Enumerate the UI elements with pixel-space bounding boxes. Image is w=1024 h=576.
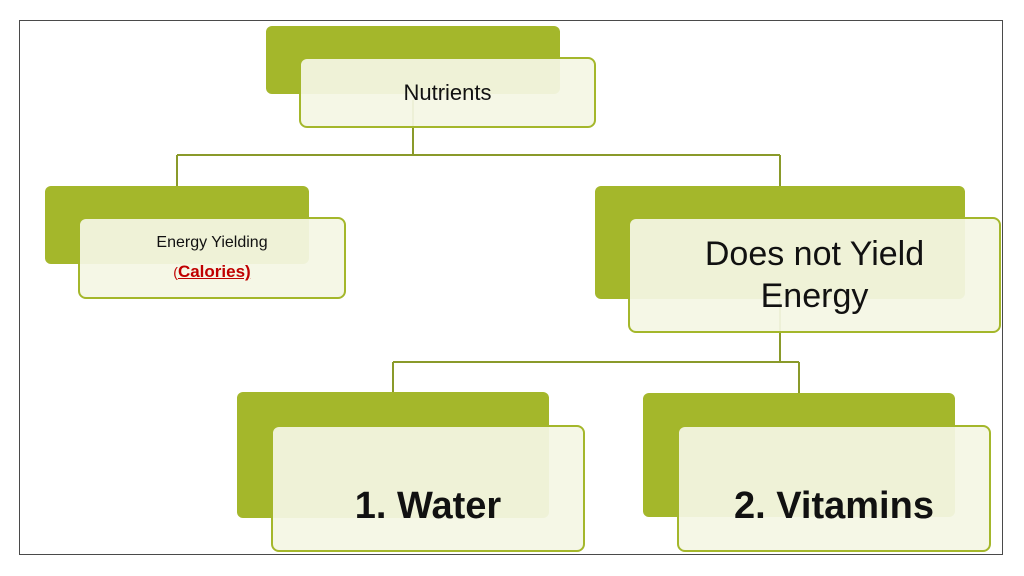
nutrients-label: Nutrients bbox=[403, 79, 492, 105]
vitamins-node: 2. Vitamins bbox=[677, 425, 991, 552]
vitamins-label: 2. Vitamins bbox=[734, 485, 934, 527]
calories-link[interactable]: Calories) bbox=[177, 262, 251, 281]
slide-frame bbox=[19, 20, 1003, 555]
energy-yielding-label: Energy Yielding bbox=[156, 234, 268, 251]
calories-open-paren: ( bbox=[173, 264, 178, 280]
no-energy-node: Does not Yield Energy bbox=[628, 217, 1001, 333]
no-energy-label: Does not Yield Energy bbox=[704, 235, 925, 315]
water-label: 1. Water bbox=[354, 485, 502, 527]
water-node: 1. Water bbox=[271, 425, 585, 552]
calories-note: (Calories) bbox=[173, 262, 250, 282]
nutrients-node: Nutrients bbox=[299, 57, 596, 128]
energy-yielding-node: Energy Yielding (Calories) bbox=[78, 217, 346, 299]
